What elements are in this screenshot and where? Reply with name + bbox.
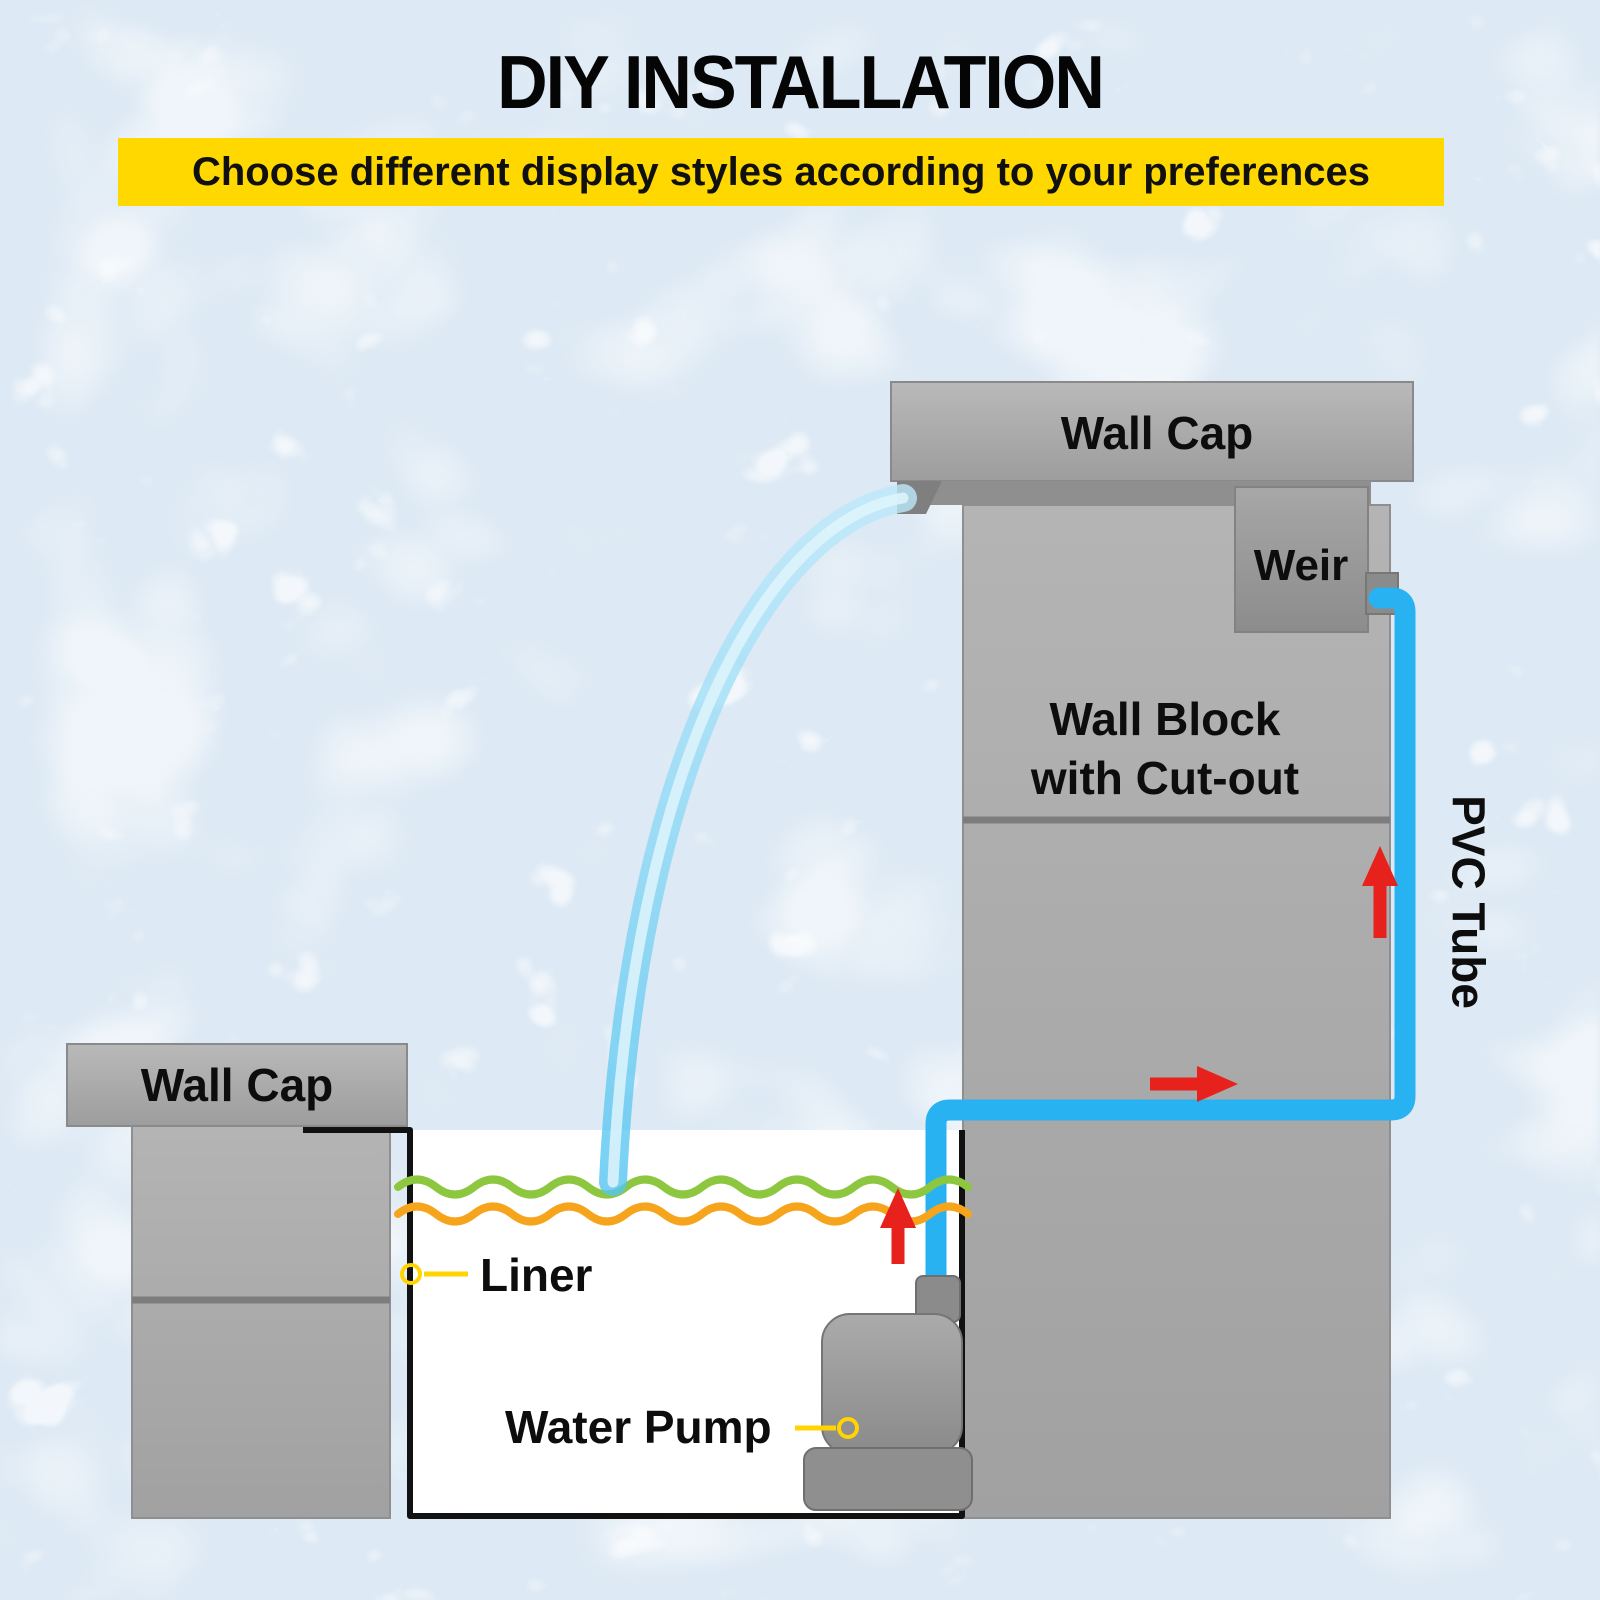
right-wall-cap bbox=[890, 381, 1414, 482]
pump-callout-line bbox=[795, 1417, 859, 1439]
label-weir: Weir bbox=[1253, 541, 1349, 590]
right-wall-block bbox=[962, 504, 1391, 1519]
label-wall-block: Wall Block with Cut-out bbox=[1031, 690, 1299, 808]
pump-base bbox=[803, 1447, 973, 1511]
left-wall-cap bbox=[66, 1043, 408, 1127]
label-water-pump: Water Pump bbox=[505, 1401, 772, 1453]
subtitle-banner: Choose different display styles accordin… bbox=[118, 138, 1444, 206]
label-wall-block-line2: with Cut-out bbox=[1030, 751, 1300, 804]
flow-arrow-up-wall bbox=[1362, 846, 1398, 938]
liner-callout-line bbox=[400, 1263, 468, 1285]
subtitle-text: Choose different display styles accordin… bbox=[191, 149, 1371, 194]
label-liner: Liner bbox=[480, 1249, 593, 1301]
label-wall-block-line1: Wall Block bbox=[1049, 693, 1281, 745]
weir-block bbox=[1234, 486, 1369, 633]
label-wall-cap-left: Wall Cap bbox=[140, 1059, 334, 1111]
water-surface-wave-orange bbox=[394, 1202, 972, 1226]
label-wall-cap-right: Wall Cap bbox=[1060, 407, 1254, 459]
pvc-tube-pipe bbox=[925, 587, 1416, 1313]
water-surface-wave-green bbox=[394, 1175, 972, 1199]
left-wall-block bbox=[131, 1125, 391, 1519]
label-pvc-tube: PVC Tube bbox=[1442, 795, 1495, 1009]
water-arc-highlight bbox=[607, 492, 909, 1188]
flow-arrow-right bbox=[1150, 1066, 1238, 1102]
page-title: DIY INSTALLATION bbox=[497, 39, 1105, 125]
water-pump-figure bbox=[803, 1275, 973, 1511]
flow-arrow-up-pool bbox=[880, 1188, 916, 1264]
